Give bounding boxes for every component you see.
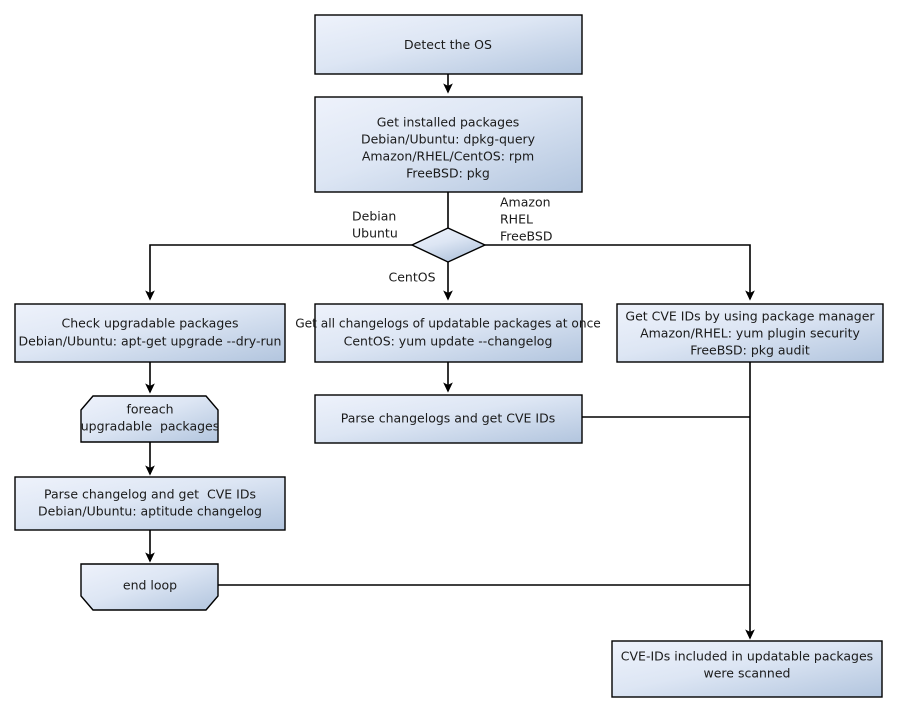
- node-get-all-changelogs-line-0: Get all changelogs of updatable packages…: [295, 317, 601, 331]
- node-foreach-loop-shape: [80, 395, 219, 443]
- node-detect-os[interactable]: Detect the OS: [314, 14, 583, 75]
- branch-label-rhel: RHEL: [500, 212, 533, 227]
- edge-decision-to-check-upgradable: [145, 244, 412, 301]
- node-parse-changelog-debian-line-0: Parse changelog and get CVE IDs: [44, 487, 256, 502]
- node-get-all-changelogs[interactable]: Get all changelogs of updatable packages…: [295, 303, 601, 363]
- node-get-cve-ids-pkg-manager[interactable]: Get CVE IDs by using package manager Ama…: [616, 303, 884, 363]
- node-get-installed-packages[interactable]: Get installed packages Debian/Ubuntu: dp…: [314, 96, 583, 193]
- branch-label-ubuntu: Ubuntu: [352, 226, 398, 241]
- node-get-all-changelogs-shape: [314, 303, 583, 363]
- branch-label-freebsd: FreeBSD: [500, 229, 552, 244]
- node-scanned-result-line-1: were scanned: [704, 666, 791, 681]
- node-get-cve-ids-pkg-manager-line-2: FreeBSD: pkg audit: [690, 343, 810, 358]
- node-get-installed-packages-line-1: Debian/Ubuntu: dpkg-query: [361, 132, 536, 147]
- node-foreach-loop-line-0: foreach: [126, 402, 173, 417]
- node-end-loop-line-0: end loop: [123, 578, 177, 593]
- node-check-upgradable-packages-line-1: Debian/Ubuntu: apt-get upgrade --dry-run: [19, 334, 282, 349]
- node-check-upgradable-packages-shape: [14, 303, 286, 363]
- node-parse-changelogs-centos-line-0: Parse changelogs and get CVE IDs: [341, 411, 555, 426]
- node-os-decision-shape: [410, 227, 487, 263]
- node-get-installed-packages-shape: [314, 96, 583, 193]
- node-get-installed-packages-line-2: Amazon/RHEL/CentOS: rpm: [362, 149, 534, 164]
- node-os-decision[interactable]: [410, 227, 487, 263]
- node-scanned-result-shape: [611, 640, 883, 698]
- node-parse-changelog-debian[interactable]: Parse changelog and get CVE IDs Debian/U…: [14, 476, 286, 531]
- edge-decision-to-cve-pkg-manager: [485, 244, 755, 301]
- node-detect-os-shape: [314, 14, 583, 75]
- branch-label-debian: Debian: [352, 209, 396, 224]
- node-parse-changelogs-centos[interactable]: Parse changelogs and get CVE IDs: [314, 394, 583, 444]
- node-detect-os-line-0: Detect the OS: [404, 37, 492, 52]
- node-get-cve-ids-pkg-manager-line-1: Amazon/RHEL: yum plugin security: [640, 326, 860, 341]
- node-end-loop-shape: [80, 563, 219, 611]
- node-check-upgradable-packages[interactable]: Check upgradable packages Debian/Ubuntu:…: [14, 303, 286, 363]
- node-get-cve-ids-pkg-manager-line-0: Get CVE IDs by using package manager: [625, 309, 875, 324]
- node-check-upgradable-packages-line-0: Check upgradable packages: [62, 316, 239, 331]
- decision-branch-labels: Debian Ubuntu Amazon RHEL FreeBSD CentOS: [352, 195, 552, 285]
- node-foreach-loop-line-1: upgradable packages: [81, 419, 220, 434]
- branch-label-amazon: Amazon: [500, 195, 551, 210]
- connector-layer: [145, 74, 755, 640]
- node-get-installed-packages-line-0: Get installed packages: [377, 115, 520, 130]
- node-foreach-loop[interactable]: foreach upgradable packages: [80, 395, 220, 443]
- node-end-loop[interactable]: end loop: [80, 563, 219, 611]
- node-get-installed-packages-line-3: FreeBSD: pkg: [406, 166, 490, 181]
- node-scanned-result[interactable]: CVE-IDs included in updatable packages w…: [611, 640, 883, 698]
- node-parse-changelog-debian-shape: [14, 476, 286, 531]
- node-parse-changelog-debian-line-1: Debian/Ubuntu: aptitude changelog: [38, 504, 262, 519]
- branch-label-centos: CentOS: [388, 270, 435, 285]
- node-parse-changelogs-centos-shape: [314, 394, 583, 444]
- node-scanned-result-line-0: CVE-IDs included in updatable packages: [621, 649, 873, 664]
- node-get-cve-ids-pkg-manager-shape: [616, 303, 884, 363]
- node-get-all-changelogs-line-1: CentOS: yum update --changelog: [344, 334, 553, 349]
